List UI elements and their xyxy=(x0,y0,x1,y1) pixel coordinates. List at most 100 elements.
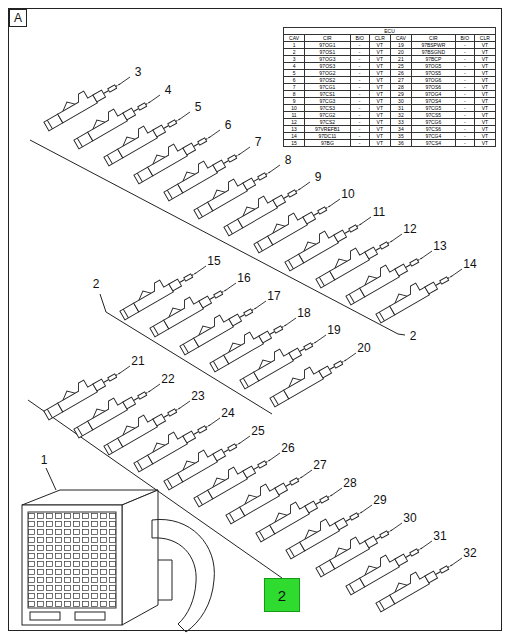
table-cell: 10 xyxy=(291,105,297,111)
leader-line xyxy=(150,95,160,102)
table-cell: - xyxy=(464,56,466,62)
callout-number: 16 xyxy=(236,272,251,284)
table-cell: VT xyxy=(377,70,383,76)
table-cell: VT xyxy=(377,133,383,139)
table-cell: - xyxy=(359,105,361,111)
table-cell: - xyxy=(359,63,361,69)
table-cell: VT xyxy=(482,49,488,55)
table-cell: VT xyxy=(482,84,488,90)
table-cell: 97BSGND xyxy=(422,49,445,55)
table-header: CAV xyxy=(289,35,299,41)
table-cell: 15 xyxy=(291,140,297,146)
table-cell: 2 xyxy=(293,49,296,55)
leader-line xyxy=(210,418,220,425)
terminal xyxy=(372,266,454,323)
table-cell: 97BG xyxy=(321,140,334,146)
group-bracket xyxy=(28,140,405,578)
table-cell: VT xyxy=(482,77,488,83)
table-cell: - xyxy=(359,77,361,83)
table-cell: VT xyxy=(482,98,488,104)
table-cell: - xyxy=(464,42,466,48)
table-cell: 20 xyxy=(398,49,404,55)
housing-latch xyxy=(152,519,214,632)
leader-line xyxy=(270,165,280,172)
table-cell: 35 xyxy=(398,133,404,139)
leader-line xyxy=(210,130,220,137)
table-cell: - xyxy=(359,42,361,48)
callout-number: 23 xyxy=(190,390,205,402)
callout-number: 11 xyxy=(372,206,386,218)
table-cell: 97DC11 xyxy=(318,133,336,139)
table-cell: VT xyxy=(377,56,383,62)
table-cell: 8 xyxy=(293,91,296,97)
callout-number: 9 xyxy=(314,171,323,183)
table-cell: - xyxy=(464,140,466,146)
callout-box: 2 xyxy=(264,578,300,612)
leader-line xyxy=(422,251,432,258)
table-cell: - xyxy=(464,133,466,139)
leader-line xyxy=(452,558,462,565)
table-cell: 97OG3 xyxy=(319,56,335,62)
table-cell: VT xyxy=(377,112,383,118)
table-cell: 26 xyxy=(398,70,404,76)
table-cell: VT xyxy=(377,119,383,125)
table-cell: 4 xyxy=(293,63,296,69)
table-header: CLR xyxy=(375,35,385,41)
table-cell: VT xyxy=(482,42,488,48)
table-cell: 34 xyxy=(398,126,404,132)
table-cell: - xyxy=(359,140,361,146)
table-cell: VT xyxy=(377,126,383,132)
table-cell: VT xyxy=(482,133,488,139)
table-cell: 97OS1 xyxy=(320,49,336,55)
callout-number: 30 xyxy=(402,512,417,524)
callout-number: 17 xyxy=(266,290,281,302)
table-cell: - xyxy=(464,105,466,111)
callout-number: 6 xyxy=(224,119,233,131)
callout-number: 13 xyxy=(432,240,447,252)
callout-number: 29 xyxy=(372,494,387,506)
callout-number: 32 xyxy=(462,547,477,559)
table-cell: 97OG5 xyxy=(425,63,441,69)
callout-number: 3 xyxy=(134,66,143,78)
callout-number: 20 xyxy=(356,342,371,354)
table-cell: 27 xyxy=(398,77,404,83)
table-cell: 97CS5 xyxy=(426,112,441,118)
table-cell: 97OS4 xyxy=(426,98,442,104)
callout-number: 24 xyxy=(220,407,235,419)
table-cell: 1 xyxy=(293,42,296,48)
leader-line xyxy=(422,541,432,548)
leader-line xyxy=(150,384,160,391)
callout-number: 2 xyxy=(92,278,101,290)
leader-line xyxy=(392,234,402,241)
node-text: 2 xyxy=(278,587,286,604)
callout-number: 15 xyxy=(206,255,221,267)
leader-line xyxy=(302,470,312,477)
table-cell: 21 xyxy=(398,56,404,62)
table-header: CLR xyxy=(480,35,490,41)
table-cell: 97CG4 xyxy=(425,133,441,139)
table-cell: VT xyxy=(482,63,488,69)
table-cell: - xyxy=(359,91,361,97)
table-cell: 97OS5 xyxy=(426,70,442,76)
table-cell: - xyxy=(464,49,466,55)
table-cell: - xyxy=(359,84,361,90)
table-cell: VT xyxy=(482,126,488,132)
callout-number: 28 xyxy=(342,477,357,489)
table-cell: - xyxy=(359,98,361,104)
table-cell: - xyxy=(464,70,466,76)
table-cell: VT xyxy=(377,84,383,90)
table-cell: VT xyxy=(377,42,383,48)
table-cell: VT xyxy=(377,63,383,69)
leader-line xyxy=(120,366,130,373)
callout-number: 8 xyxy=(284,154,293,166)
table-cell: 97BSPWR xyxy=(421,42,445,48)
table-title: ECU xyxy=(384,28,395,34)
connector-housing xyxy=(22,490,158,625)
table-cell: 97CG6 xyxy=(425,119,441,125)
table-cell: VT xyxy=(482,140,488,146)
table-cell: 19 xyxy=(398,42,404,48)
leader-line xyxy=(180,112,190,119)
table-cell: - xyxy=(464,98,466,104)
leader-line xyxy=(180,401,190,408)
table-cell: - xyxy=(359,133,361,139)
